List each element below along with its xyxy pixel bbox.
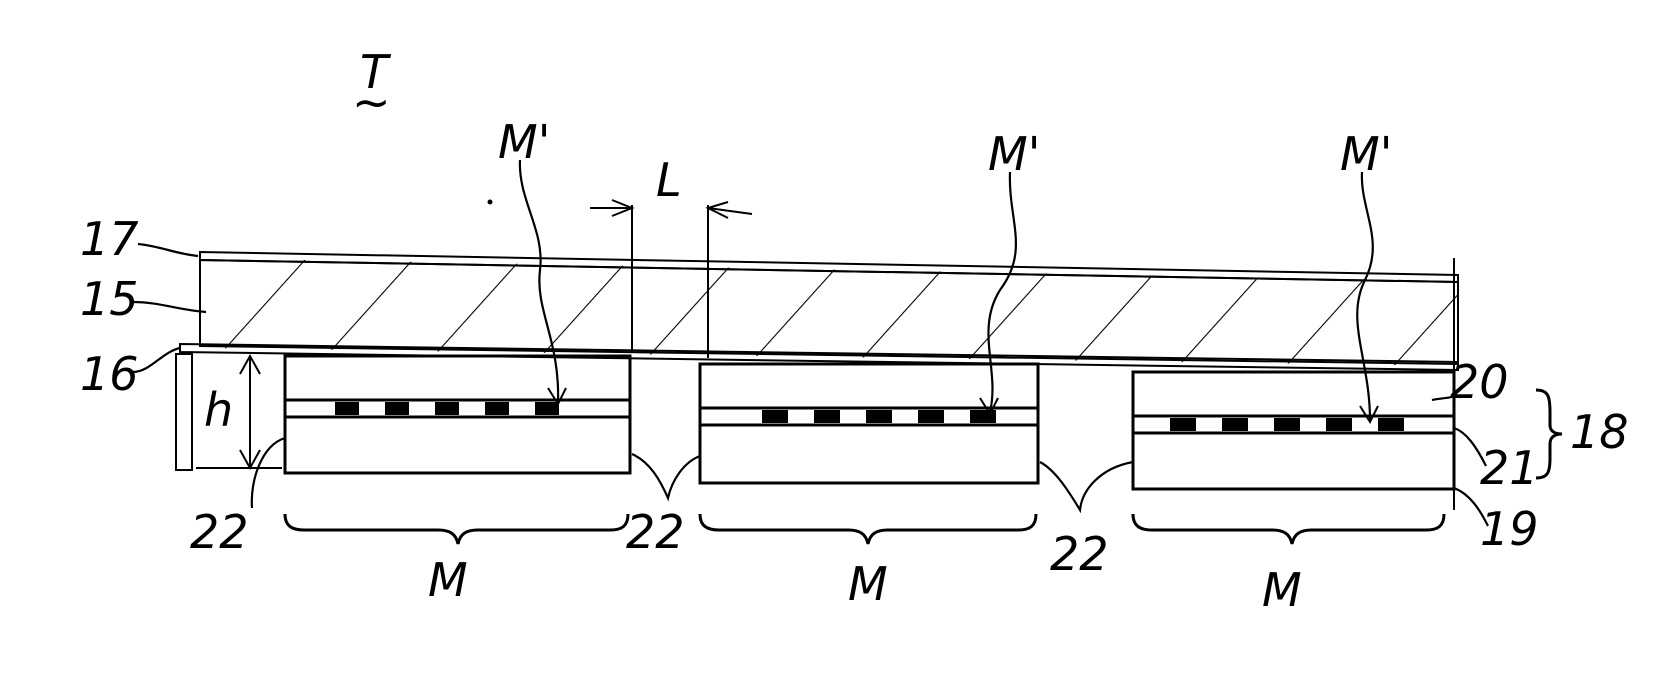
label-22-left: 22 <box>190 505 249 559</box>
label-M-prime-1: M' <box>498 115 550 169</box>
cell-strip-2 <box>762 410 996 423</box>
cell-strip-1 <box>335 402 559 415</box>
module-2 <box>700 364 1038 483</box>
label-22-right: 22 <box>1050 527 1109 581</box>
module-1 <box>285 356 630 473</box>
label-M-prime-2: M' <box>988 127 1040 181</box>
label-17: 17 <box>80 212 139 266</box>
label-h: h <box>204 383 233 437</box>
left-fragment <box>176 354 192 470</box>
label-20: 20 <box>1450 355 1509 409</box>
label-15: 15 <box>80 272 139 326</box>
label-19: 19 <box>1480 502 1539 556</box>
label-21: 21 <box>1480 441 1539 495</box>
label-16: 16 <box>80 347 139 401</box>
label-M-2: M <box>848 557 888 611</box>
label-M-3: M <box>1262 563 1302 617</box>
label-M-prime-3: M' <box>1340 127 1392 181</box>
module-3 <box>1133 372 1454 489</box>
label-M-1: M <box>428 553 468 607</box>
label-L: L <box>656 153 682 207</box>
label-22-middle: 22 <box>626 505 685 559</box>
label-tilde: ~ <box>352 75 391 129</box>
label-18: 18 <box>1570 405 1629 459</box>
